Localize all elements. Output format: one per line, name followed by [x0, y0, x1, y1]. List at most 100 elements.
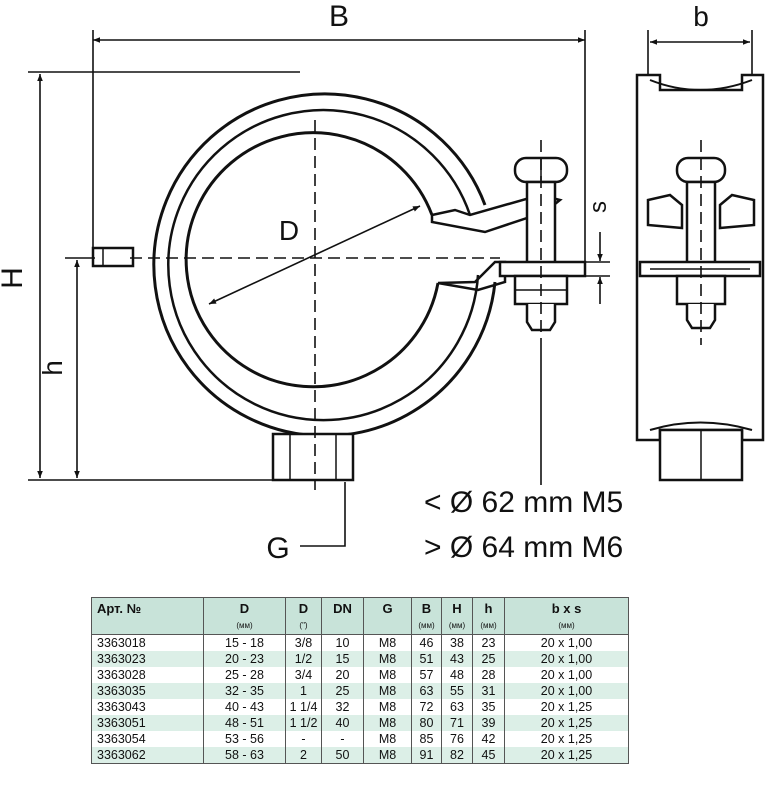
cell-d-inch: 3/4 [285, 667, 322, 683]
cell-d-inch: - [285, 731, 322, 747]
clamp-outer-band [152, 92, 497, 438]
cell-d-inch: 1 1/2 [285, 715, 322, 731]
cell-d-mm: 58 - 63 [203, 747, 286, 764]
clamp-inner-ring [184, 131, 440, 389]
cell-d-mm: 15 - 18 [203, 634, 286, 651]
welded-nut [271, 432, 355, 482]
col-header-b: B [411, 597, 442, 620]
cell-d-mm: 53 - 56 [203, 731, 286, 747]
cell-b: 63 [411, 683, 442, 699]
cell-g: M8 [363, 683, 412, 699]
dim-label-D: D [279, 215, 299, 246]
col-header-dn: DN [321, 597, 364, 620]
dim-label-H: H [0, 267, 29, 289]
table-header-row: Арт. № D D DN G B H h b x s [91, 597, 629, 620]
cell-dn: 32 [321, 699, 364, 715]
cell-d-mm: 25 - 28 [203, 667, 286, 683]
dim-label-B: B [329, 0, 349, 33]
dimension-lines [28, 30, 753, 547]
cell-d-inch: 3/8 [285, 634, 322, 651]
col-header-d-inch: D [285, 597, 322, 620]
cell-h-upper: 71 [441, 715, 473, 731]
cell-b: 85 [411, 731, 442, 747]
cell-bxs: 20 x 1,25 [504, 731, 629, 747]
clamp-middle-band [167, 108, 480, 422]
cell-b: 91 [411, 747, 442, 764]
unit-cell [91, 620, 204, 635]
front-view [91, 92, 587, 490]
cell-dn: 40 [321, 715, 364, 731]
cell-d-inch: 1 1/4 [285, 699, 322, 715]
unit-cell: (мм) [441, 620, 473, 635]
col-header-h-lower: h [472, 597, 505, 620]
cell-b: 51 [411, 651, 442, 667]
unit-cell: (мм) [411, 620, 442, 635]
spec-table: Арт. № D D DN G B H h b x s (мм) (") (мм… [91, 597, 629, 764]
screw-note-small: < Ø 62 mm M5 [424, 486, 623, 519]
cell-h-lower: 39 [472, 715, 505, 731]
col-header-art: Арт. № [91, 597, 204, 620]
cell-b: 80 [411, 715, 442, 731]
cell-d-inch: 2 [285, 747, 322, 764]
unit-cell: (мм) [203, 620, 286, 635]
diameter-arrow [208, 205, 421, 305]
table-units-row: (мм) (") (мм) (мм) (мм) (мм) [91, 620, 629, 635]
cell-g: M8 [363, 747, 412, 764]
cell-h-upper: 82 [441, 747, 473, 764]
dim-label-G: G [266, 532, 289, 565]
cell-d-mm: 32 - 35 [203, 683, 286, 699]
cell-d-mm: 40 - 43 [203, 699, 286, 715]
cell-g: M8 [363, 651, 412, 667]
cell-h-lower: 31 [472, 683, 505, 699]
cell-art: 3363023 [91, 651, 204, 667]
cell-b: 46 [411, 634, 442, 651]
cell-dn: 10 [321, 634, 364, 651]
cell-g: M8 [363, 634, 412, 651]
cell-d-mm: 20 - 23 [203, 651, 286, 667]
cell-bxs: 20 x 1,25 [504, 747, 629, 764]
cell-art: 3363051 [91, 715, 204, 731]
cell-dn: 25 [321, 683, 364, 699]
col-header-d-mm: D [203, 597, 286, 620]
cell-art: 3363028 [91, 667, 204, 683]
cell-d-inch: 1/2 [285, 651, 322, 667]
cell-h-lower: 28 [472, 667, 505, 683]
cell-bxs: 20 x 1,00 [504, 667, 629, 683]
side-pin [91, 246, 135, 268]
cell-h-upper: 76 [441, 731, 473, 747]
dim-label-s: s [585, 201, 612, 213]
unit-cell: (мм) [472, 620, 505, 635]
cell-h-lower: 42 [472, 731, 505, 747]
cell-art: 3363018 [91, 634, 204, 651]
pipe-clamp-drawing: B b H h D s G < Ø 62 mm M5 > Ø 64 mm M6 [0, 0, 765, 565]
cell-h-lower: 23 [472, 634, 505, 651]
col-header-h-upper: H [441, 597, 473, 620]
cell-h-upper: 63 [441, 699, 473, 715]
cell-b: 57 [411, 667, 442, 683]
cell-art: 3363062 [91, 747, 204, 764]
cell-dn: 50 [321, 747, 364, 764]
screw-note-large: > Ø 64 mm M6 [424, 531, 623, 564]
col-header-bxs: b x s [504, 597, 629, 620]
unit-cell [363, 620, 412, 635]
cell-g: M8 [363, 731, 412, 747]
cell-h-upper: 43 [441, 651, 473, 667]
cell-art: 3363043 [91, 699, 204, 715]
cell-g: M8 [363, 715, 412, 731]
cell-dn: 15 [321, 651, 364, 667]
cell-bxs: 20 x 1,00 [504, 634, 629, 651]
unit-cell: (") [285, 620, 322, 635]
jaw-upper [430, 193, 563, 234]
cell-d-mm: 48 - 51 [203, 715, 286, 731]
cell-art: 3363054 [91, 731, 204, 747]
dim-label-h: h [37, 360, 68, 376]
cell-g: M8 [363, 667, 412, 683]
unit-cell: (мм) [504, 620, 629, 635]
cell-bxs: 20 x 1,00 [504, 651, 629, 667]
